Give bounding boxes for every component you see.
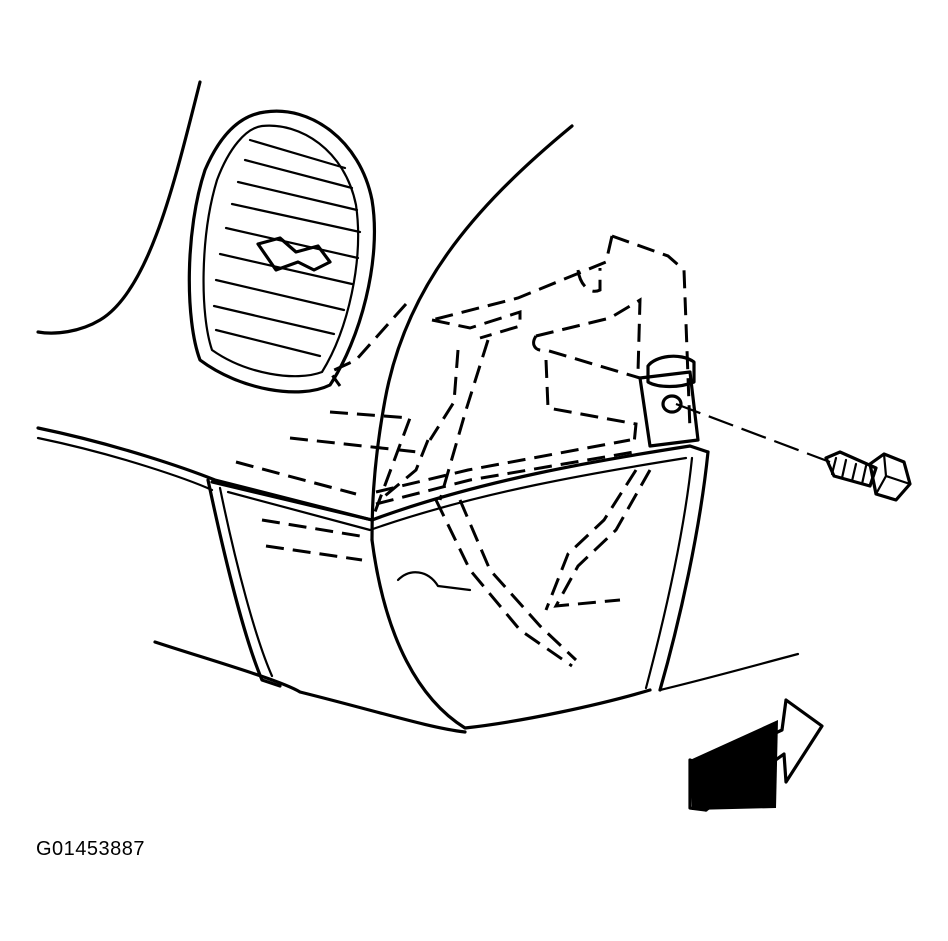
hex-bolt-icon <box>824 450 912 502</box>
tail-lamp-grille <box>187 109 376 394</box>
body-sill <box>36 426 374 522</box>
mounting-tab <box>638 354 700 448</box>
figure-id-label: G01453887 <box>36 838 146 860</box>
quarter-panel <box>36 80 574 542</box>
bolt-alignment-line <box>675 402 831 464</box>
bumper-fascia <box>153 444 800 734</box>
forward-direction-arrow-icon <box>688 698 824 812</box>
hidden-bracket <box>235 234 692 668</box>
